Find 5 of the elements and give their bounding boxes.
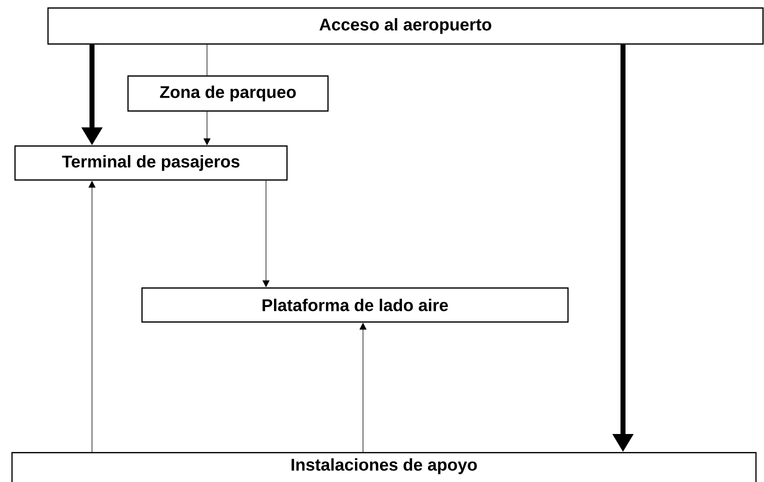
process-box: Plataforma de lado aire: [141, 287, 569, 323]
process-box: Acceso al aeropuerto: [47, 7, 764, 45]
process-box: Zona de parqueo: [127, 75, 329, 112]
process-box: Instalaciones de apoyo: [11, 452, 757, 482]
process-box: Terminal de pasajeros: [14, 145, 288, 181]
